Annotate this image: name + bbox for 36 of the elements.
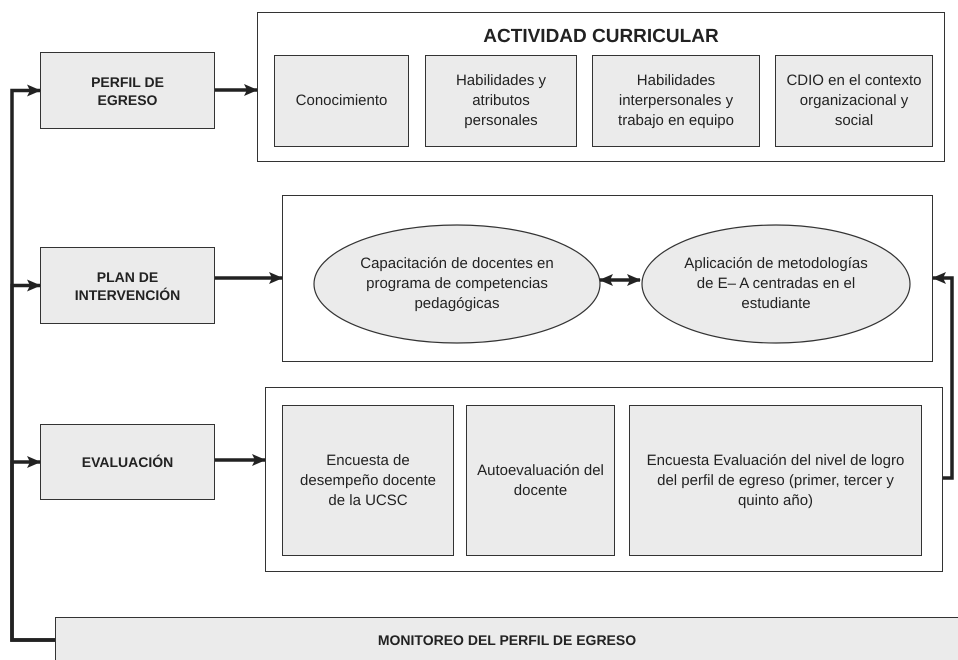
group-box	[265, 387, 943, 572]
process-box	[775, 55, 933, 147]
arrow	[215, 454, 266, 466]
arrow	[215, 84, 258, 96]
node-text: Autoevaluación del docente	[476, 460, 605, 500]
process-box	[274, 55, 409, 147]
node-text: Capacitación de docentes en programa de competencias pedagógicas	[359, 254, 555, 314]
arrow	[215, 272, 283, 284]
node-text: EVALUACIÓN	[82, 453, 174, 471]
node-text: Encuesta Evaluación del nivel de logro del perfil de egreso (primer, tercer y quinto año)	[646, 450, 906, 510]
process-box	[40, 424, 215, 500]
group-box	[257, 12, 945, 162]
node-text: Habilidades y atributos personales	[454, 71, 548, 131]
process-box	[629, 405, 922, 556]
process-ellipse	[313, 224, 601, 344]
process-box	[282, 405, 454, 556]
group-title: ACTIVIDAD CURRICULAR	[482, 25, 720, 49]
node-text: Encuesta de desempeño docente de la UCSC	[299, 450, 437, 510]
node-text: Habilidades interpersonales y trabajo en equipo	[617, 71, 735, 131]
process-box	[592, 55, 760, 147]
node-text: CDIO en el contexto organizacional y social	[785, 71, 923, 131]
arrow	[932, 272, 954, 480]
process-box	[40, 247, 215, 324]
node-text: PERFIL DE EGRESO	[90, 72, 165, 108]
node-text: Conocimiento	[296, 91, 388, 111]
process-ellipse	[641, 224, 911, 344]
group-box	[282, 195, 933, 362]
arrow	[10, 456, 55, 642]
node-text: Aplicación de metodologías de E– A centradas en el estudiante	[683, 254, 869, 314]
process-box	[466, 405, 615, 556]
process-box	[425, 55, 577, 147]
arrow	[599, 274, 641, 286]
node-text: PLAN DE INTERVENCIÓN	[74, 268, 180, 304]
node-text: MONITOREO DEL PERFIL DE EGRESO	[378, 630, 636, 650]
monitoring-bar	[55, 617, 958, 660]
process-box	[40, 52, 215, 129]
